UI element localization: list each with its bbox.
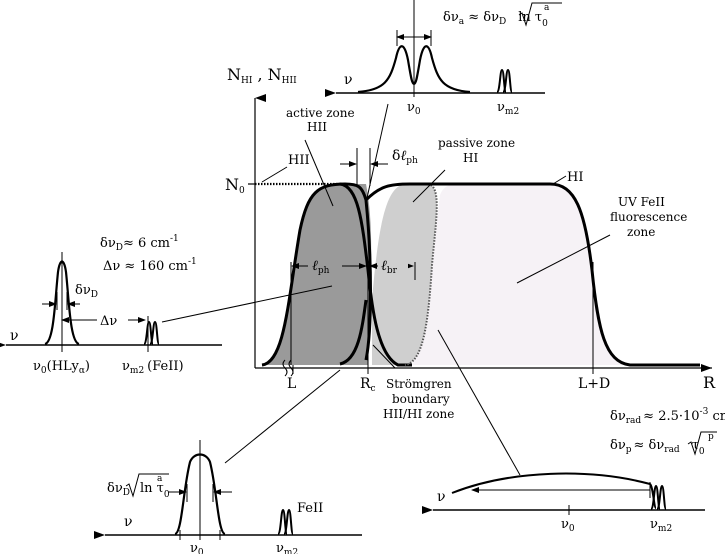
bottom-left-nu0: ν0 (190, 541, 204, 554)
top-panel-num2: νm2 (497, 100, 519, 117)
stromgren-label-3: HII/HI zone (383, 407, 454, 421)
uv-zone-label-2: fluorescence (610, 210, 687, 224)
leader-active (304, 139, 334, 207)
hii-curve-label: HII (288, 153, 310, 168)
active-zone-label: active zone (286, 106, 355, 120)
leader-bottom-left (224, 369, 341, 464)
bottom-right-line2-sup: p (708, 432, 714, 442)
hi-curve-label: HI (567, 170, 583, 185)
uv-zone-label-3: zone (627, 225, 655, 239)
bottom-right-line1: δνrad≈ 2.5·10-3 cm-1 (610, 407, 725, 426)
bottom-right-num2: νm2 (650, 517, 672, 534)
x-axis-label: R (703, 373, 716, 392)
leader-bottom-right (437, 329, 521, 476)
bottom-left-feii-label: FeII (297, 501, 323, 516)
left-panel-dnu-label: Δν (100, 314, 117, 329)
left-panel-line2: Δν ≈ 160 cm-1 (103, 257, 197, 274)
top-panel-nu: ν (344, 72, 353, 88)
left-panel-nu: ν (10, 328, 19, 344)
top-panel-nu0: ν0 (407, 100, 421, 117)
bottom-left-nu: ν (124, 514, 133, 530)
bottom-right-nu0: ν0 (561, 517, 575, 534)
leader-left-panel (161, 285, 333, 323)
tick-ld-label: L+D (578, 376, 610, 392)
passive-zone-edge (404, 183, 438, 366)
tick-l-label: L (287, 376, 296, 392)
active-zone-sub: HII (307, 120, 327, 134)
bottom-left-feii-lines (277, 508, 294, 535)
uv-zone-label-1: UV FeII (618, 195, 665, 209)
top-panel-sqrt (518, 2, 562, 27)
stromgren-label-2: boundary (392, 392, 450, 406)
leader-passive (412, 169, 446, 203)
l-br-label: ℓbr (381, 258, 398, 276)
leader-hi (552, 175, 567, 185)
left-panel-line1: δνD≈ 6 cm-1 (100, 234, 179, 253)
leader-uv (516, 234, 611, 284)
passive-zone-sub: HI (463, 151, 478, 165)
bottom-right-feii-lines (650, 484, 667, 510)
leader-hii (261, 166, 288, 183)
top-panel-formula-sup: a (544, 3, 550, 13)
left-panel-nu0-label: ν0(HLyα) (33, 359, 90, 376)
leader-stromgren (372, 344, 396, 369)
bottom-left-num2: νm2 (276, 541, 298, 554)
uv-zone-fill (412, 183, 630, 365)
left-panel-dnud-label: δνD (75, 283, 98, 300)
y-axis-label: NHI , NHII (227, 65, 297, 86)
top-panel-feii-lines (496, 68, 513, 93)
bottom-right-sqrt (687, 431, 717, 456)
hi-curve (261, 182, 700, 367)
active-zone-outline (339, 299, 368, 366)
bottom-right-nu: ν (437, 489, 446, 505)
tick-rc-label: Rc (360, 376, 376, 394)
bottom-right-profile (451, 472, 657, 509)
bottom-left-formula-sup: a (157, 474, 163, 484)
leader-top (366, 103, 389, 199)
passive-zone-label: passive zone (438, 136, 515, 150)
left-panel-num2-label: νm2(FeII) (122, 359, 184, 376)
bottom-left-sqrt (125, 473, 169, 498)
stromgren-label-1: Strömgren (386, 377, 452, 391)
left-panel-feii-lines (143, 320, 160, 345)
delta-l-ph-label: δℓph (392, 148, 418, 166)
n0-label: N0 (225, 175, 245, 196)
l-ph-label: ℓph (312, 258, 330, 276)
